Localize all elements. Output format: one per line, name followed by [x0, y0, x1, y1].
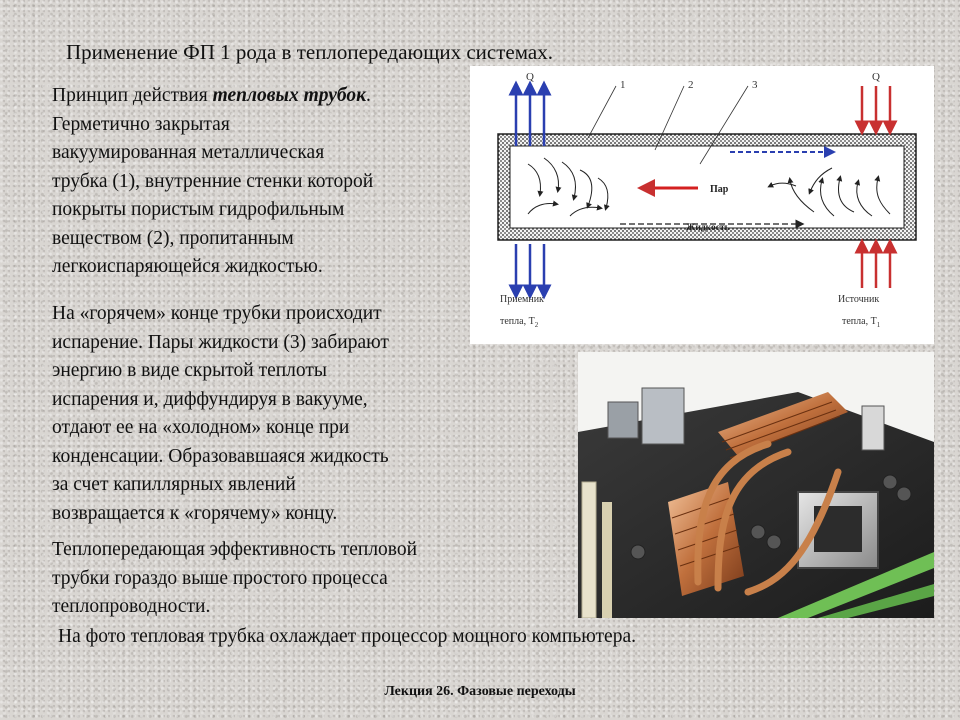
photo-caption: На фото тепловая трубка охлаждает процес…	[58, 626, 636, 647]
evaporation-curves	[767, 167, 891, 217]
text-line: легкоиспаряющейся жидкостью.	[52, 256, 323, 277]
paragraph-principle: Принцип действия тепловых трубок. Гермет…	[52, 82, 472, 282]
slide-footer: Лекция 26. Фазовые переходы	[384, 684, 576, 699]
condensation-curves	[527, 157, 610, 217]
pipe-interior	[509, 145, 905, 229]
text-line: трубки гораздо выше простого процесса	[52, 567, 388, 589]
heat-pipe-diagram: Q Q 1 2 3 Пар Жидкость	[470, 66, 934, 344]
text-line: трубка (1), внутренние стенки которой	[52, 170, 374, 192]
text-line: На «горячем» конце трубки происходит	[52, 303, 382, 324]
q-left-label: Q	[526, 71, 534, 83]
vapor-label: Пар	[710, 184, 729, 195]
paragraph-efficiency: Теплопередающая эффективность тепловой т…	[52, 536, 512, 622]
q-right-label: Q	[872, 71, 880, 83]
cold-heat-out-arrows	[508, 80, 552, 300]
callouts	[587, 85, 749, 165]
slide-title: Применение ФП 1 рода в теплопередающих с…	[66, 40, 553, 64]
motherboard-heatpipe-photo	[578, 352, 934, 618]
source-label-line2: тепла, T1	[842, 316, 881, 329]
callout-2: 2	[688, 79, 694, 91]
text-line: отдают ее на «холодном» конце при	[52, 417, 350, 438]
principle-intro-end: .	[366, 85, 371, 106]
text-line: вакуумированная металлическая	[52, 142, 325, 163]
text-line: теплопроводности.	[52, 596, 211, 617]
principle-intro: Принцип действия	[52, 85, 213, 106]
text-line: Теплопередающая эффективность тепловой	[52, 539, 418, 560]
text-line: Герметично закрытая	[52, 113, 230, 135]
paragraph-evaporation: На «горячем» конце трубки происходит исп…	[52, 300, 472, 528]
capacitors	[630, 474, 912, 560]
callout-3: 3	[752, 79, 758, 91]
callout-1: 1	[620, 79, 626, 91]
text-line: конденсации. Образовавшаяся жидкость	[52, 445, 389, 467]
text-line: возвращается к «горячему» концу.	[52, 502, 338, 524]
heat-pipes	[694, 440, 842, 596]
principle-heading-line: Принцип действия тепловых трубок.	[52, 82, 472, 111]
sink-label-line1: Приемник	[500, 294, 544, 305]
hot-heat-in-arrows	[854, 86, 898, 288]
source-label-line1: Источник	[838, 294, 879, 305]
text-line: за счет капиллярных явлений	[52, 474, 296, 495]
text-line: покрыты пористым гидрофильным	[52, 199, 345, 220]
text-line: испарение. Пары жидкости (3) забирают	[52, 331, 389, 353]
text-line: испарения и, диффундируя в вакууме,	[52, 388, 368, 410]
sink-label-line2: тепла, T2	[500, 316, 539, 329]
principle-emphasis: тепловых трубок	[212, 85, 367, 106]
text-line: энергию в виде скрытой теплоты	[52, 360, 328, 381]
liquid-label: Жидкость	[686, 223, 730, 233]
text-line: веществом (2), пропитанным	[52, 227, 294, 249]
